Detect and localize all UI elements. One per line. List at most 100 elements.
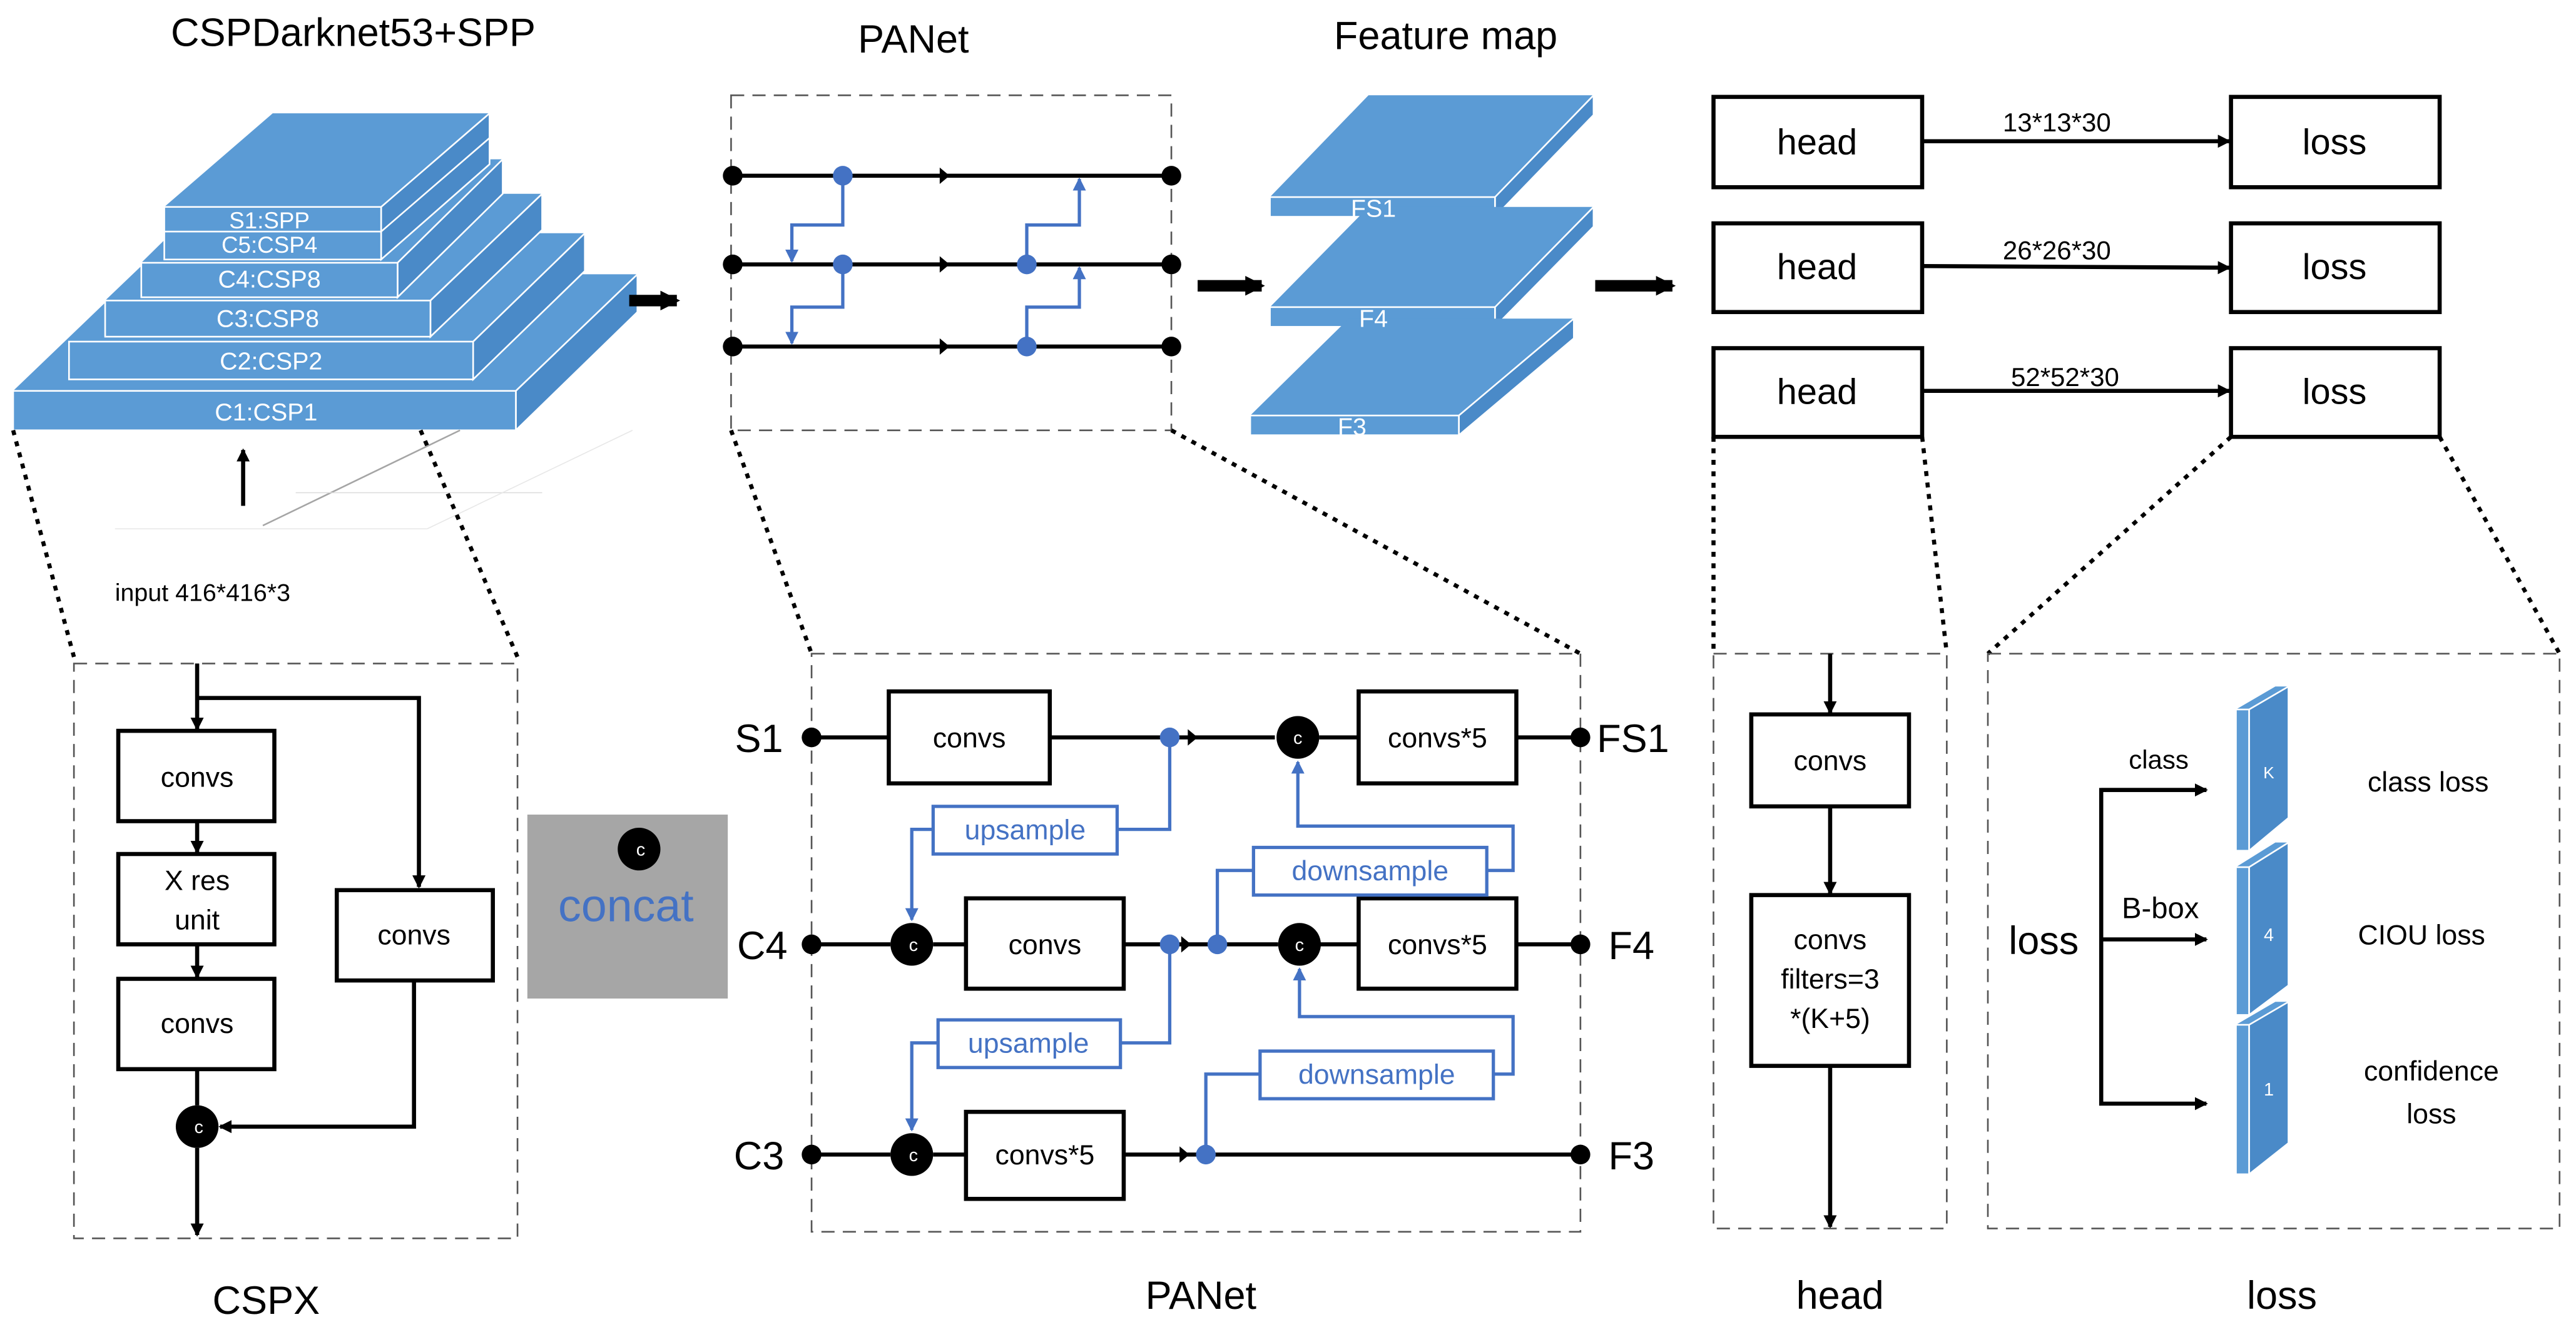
loss-box (2229, 94, 2442, 190)
backbone-layer-c1: C1:CSP1 (215, 399, 317, 426)
backbone-pyramid (12, 111, 639, 432)
input-graphic (115, 429, 633, 530)
output-size: 13*13*30 (2003, 108, 2111, 137)
confidence-loss-line1: confidence (2364, 1056, 2499, 1087)
tensor-label-1: 1 (2264, 1080, 2274, 1100)
feature-map-title: Feature map (1334, 14, 1557, 58)
tensor-label-k: K (2263, 763, 2274, 782)
feature-map-f3: F3 (1338, 414, 1367, 441)
upsample-label-1: upsample (965, 815, 1086, 845)
concat-legend-symbol: c (636, 840, 645, 860)
loss-label: loss (2303, 372, 2367, 412)
ciou-loss-label: CIOU loss (2358, 920, 2485, 950)
head-convs-label: convs (1794, 746, 1867, 776)
zoom-line (419, 429, 520, 658)
panet-concat-node (890, 923, 934, 966)
panet-concat-node (1278, 923, 1321, 966)
panet-concat-symbol: c (1295, 935, 1304, 955)
feature-map-f4: F4 (1359, 305, 1388, 332)
loss-panel (1987, 653, 2561, 1229)
zoom-line (11, 429, 76, 658)
cspx-panel (73, 663, 519, 1239)
panet-f4-convs5-label: convs*5 (1388, 930, 1487, 960)
zoom-line (1986, 435, 2232, 656)
head-filters-line1: convs (1794, 925, 1867, 955)
cspx-concat-node (175, 1105, 219, 1148)
panet-c3-convs5 (964, 1109, 1126, 1201)
cspx-res-unit (116, 852, 277, 947)
cspx-convs-bottom-label: convs (161, 1009, 234, 1039)
panet-bottom-title: PANet (1146, 1274, 1257, 1318)
confidence-loss-line2: loss (2406, 1099, 2456, 1130)
head-panel (1713, 653, 1948, 1229)
input-label: input 416*416*3 (115, 579, 290, 607)
zoom-line (1920, 436, 1949, 654)
tensor-label-4: 4 (2264, 925, 2274, 945)
cspx-concat-symbol: c (194, 1117, 203, 1137)
cspx-convs-top-label: convs (161, 762, 234, 793)
panet-f4-convs5 (1357, 896, 1519, 991)
backbone-layer-c5: C5:CSP4 (221, 232, 317, 258)
panet-c3-convs5-label: convs*5 (995, 1140, 1095, 1171)
concat-legend-icon (618, 828, 661, 871)
panet-c4-convs-label: convs (1009, 930, 1082, 960)
cspx-res-line2: unit (175, 905, 220, 936)
head-box (1711, 94, 1925, 190)
panet-concat-symbol: c (909, 935, 918, 955)
head-box (1711, 346, 1925, 439)
head-bottom-title: head (1796, 1274, 1884, 1318)
loss-label: loss (2303, 123, 2367, 163)
upsample-label-2: upsample (968, 1029, 1089, 1059)
loss-label: loss (2303, 247, 2367, 287)
cspx-convs-bottom (116, 977, 277, 1072)
loss-branch-class: class (2129, 745, 2189, 775)
loss-branch-bbox: B-box (2122, 892, 2199, 925)
panet-fs1-convs5-label: convs*5 (1388, 723, 1487, 753)
backbone-layer-c3: C3:CSP8 (216, 305, 319, 332)
panet-concat-symbol: c (909, 1146, 918, 1166)
concat-legend-label: concat (558, 880, 694, 932)
panet-concat-node (1276, 716, 1320, 759)
panet-input-s1: S1 (735, 717, 783, 761)
head-row-2: head 26*26*30 loss (1711, 221, 2442, 315)
cspx-title: CSPX (213, 1279, 320, 1323)
panet-top-title: PANet (858, 18, 969, 61)
cspx-res-line1: X res (165, 866, 230, 897)
panet-output-f4: F4 (1608, 924, 1654, 968)
panet-concat-symbol: c (1293, 728, 1302, 748)
panet-input-c3: C3 (734, 1134, 785, 1178)
head-row-1: head 13*13*30 loss (1711, 94, 2442, 190)
loss-box (2229, 221, 2442, 315)
panet-c4-convs (964, 896, 1126, 991)
zoom-line (729, 429, 814, 654)
feature-map-slabs (1249, 93, 1595, 437)
head-label: head (1777, 123, 1858, 163)
panet-input-c4: C4 (737, 924, 788, 968)
cspx-convs-side-label: convs (377, 920, 451, 950)
head-convs-box (1749, 712, 1912, 809)
head-label: head (1777, 247, 1858, 287)
head-label: head (1777, 372, 1858, 412)
head-filters-box (1749, 893, 1912, 1068)
loss-bottom-title: loss (2247, 1274, 2317, 1318)
backbone-layer-c4: C4:CSP8 (218, 265, 321, 293)
downsample-label-2: downsample (1298, 1060, 1455, 1091)
panet-concat-node (890, 1133, 934, 1176)
downsample-box-1 (1251, 845, 1489, 897)
zoom-line (2438, 435, 2562, 655)
head-filters-line3: *(K+5) (1790, 1004, 1870, 1034)
output-size: 52*52*30 (2011, 362, 2119, 392)
downsample-label-1: downsample (1291, 856, 1448, 887)
cspx-convs-top (116, 728, 277, 823)
backbone-title: CSPDarknet53+SPP (171, 11, 536, 55)
head-filters-line2: filters=3 (1781, 964, 1880, 995)
loss-root-label: loss (2008, 919, 2079, 963)
loss-box (2229, 346, 2442, 439)
panet-s1-convs-label: convs (933, 723, 1006, 753)
output-size: 26*26*30 (2003, 236, 2111, 265)
panet-mini (723, 94, 1181, 432)
backbone-layer-c2: C2:CSP2 (220, 348, 322, 375)
panet-panel (802, 653, 1591, 1233)
backbone-layer-s1: S1:SPP (229, 208, 310, 233)
